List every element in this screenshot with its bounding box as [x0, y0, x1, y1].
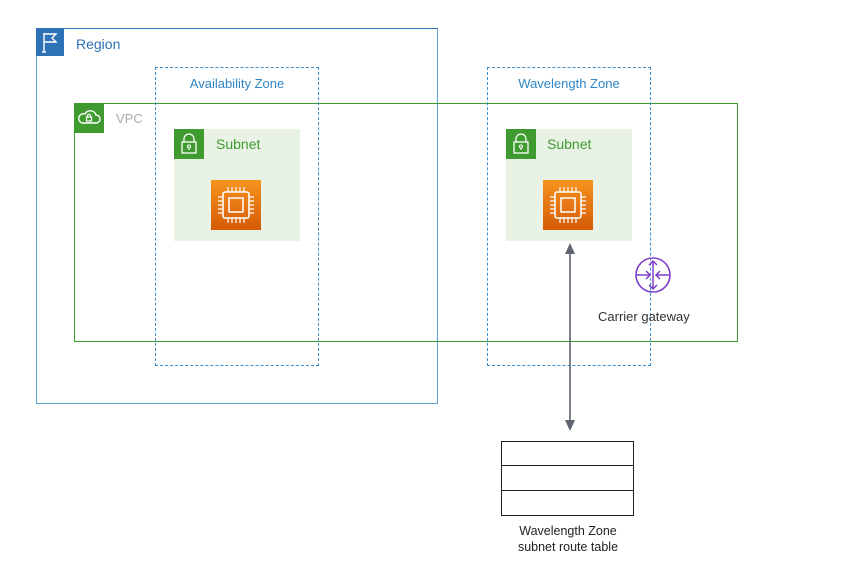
route-table-row	[502, 491, 633, 515]
route-table-label-line1: Wavelength Zone	[519, 524, 617, 538]
route-table-label-line2: subnet route table	[517, 540, 619, 554]
lock-icon	[506, 129, 536, 159]
router-arrows-icon	[628, 254, 678, 298]
subnet-label: Subnet	[216, 136, 261, 152]
route-table	[501, 441, 634, 516]
ec2-chip-icon	[543, 180, 593, 230]
flag-icon	[36, 28, 64, 56]
lock-icon	[174, 129, 204, 159]
vpc-label: VPC	[116, 111, 143, 126]
wavelength-zone-container	[487, 67, 651, 366]
route-table-row	[502, 442, 633, 467]
bidirectional-arrow	[560, 240, 580, 435]
subnet-label: Subnet	[547, 136, 592, 152]
route-table-row	[502, 466, 633, 491]
vpc-container	[74, 103, 738, 342]
ec2-chip-icon	[211, 180, 261, 230]
route-table-label: Wavelength Zone subnet route table	[488, 523, 648, 555]
availability-zone-label: Availability Zone	[189, 76, 285, 91]
region-container	[36, 28, 438, 404]
carrier-gateway-label: Carrier gateway	[598, 309, 690, 324]
wavelength-zone-label: Wavelength Zone	[518, 76, 620, 91]
availability-zone-container	[155, 67, 319, 366]
region-label: Region	[76, 36, 121, 52]
cloud-lock-icon	[74, 103, 104, 133]
